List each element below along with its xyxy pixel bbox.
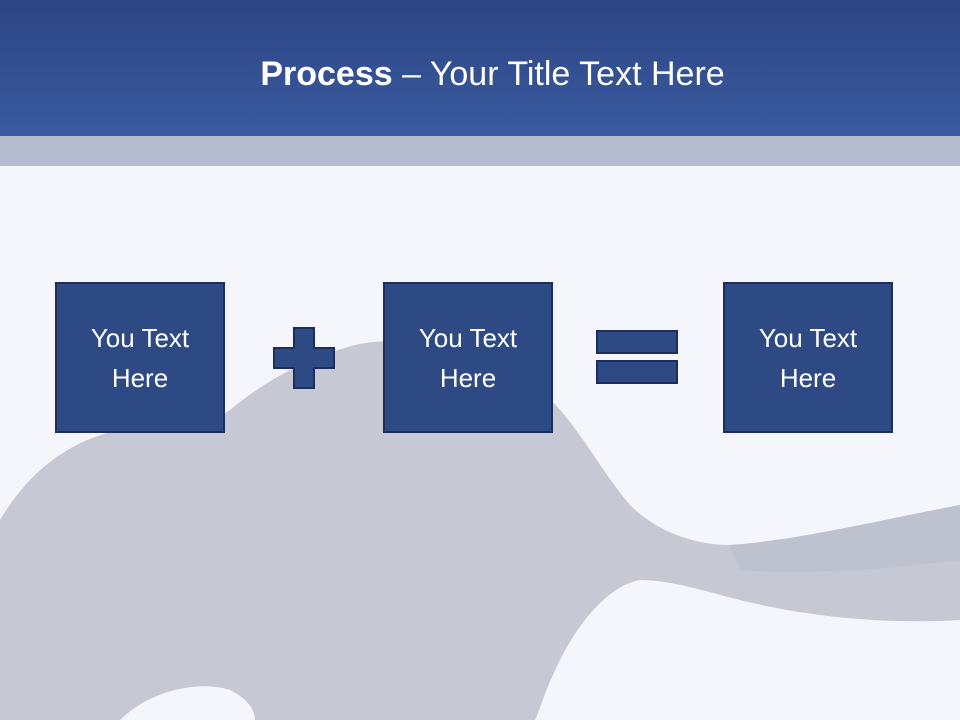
equals-icon (596, 330, 678, 384)
title-bold-text: Process (260, 55, 393, 93)
process-box-2-text: You Text Here (419, 318, 517, 398)
plus-icon (273, 327, 335, 389)
process-box-1-text: You Text Here (91, 318, 189, 398)
process-box-2-line2: Here (439, 362, 497, 393)
process-box-3-text: You Text Here (759, 318, 857, 398)
process-box-1-line2: Here (111, 362, 169, 393)
title-underline-band (0, 136, 960, 166)
title-rest-text: – Your Title Text Here (392, 55, 725, 93)
process-box-1-line1: You Text (90, 322, 190, 353)
process-box-2-line1: You Text (418, 322, 518, 353)
process-box-3-line2: Here (779, 362, 837, 393)
title-bar: Process – Your Title Text Here (0, 0, 960, 136)
process-box-1: You Text Here (55, 282, 225, 433)
process-box-3: You Text Here (723, 282, 893, 433)
process-box-3-line1: You Text (758, 322, 858, 353)
slide-title: Process – Your Title Text Here (0, 52, 960, 96)
process-box-2: You Text Here (383, 282, 553, 433)
